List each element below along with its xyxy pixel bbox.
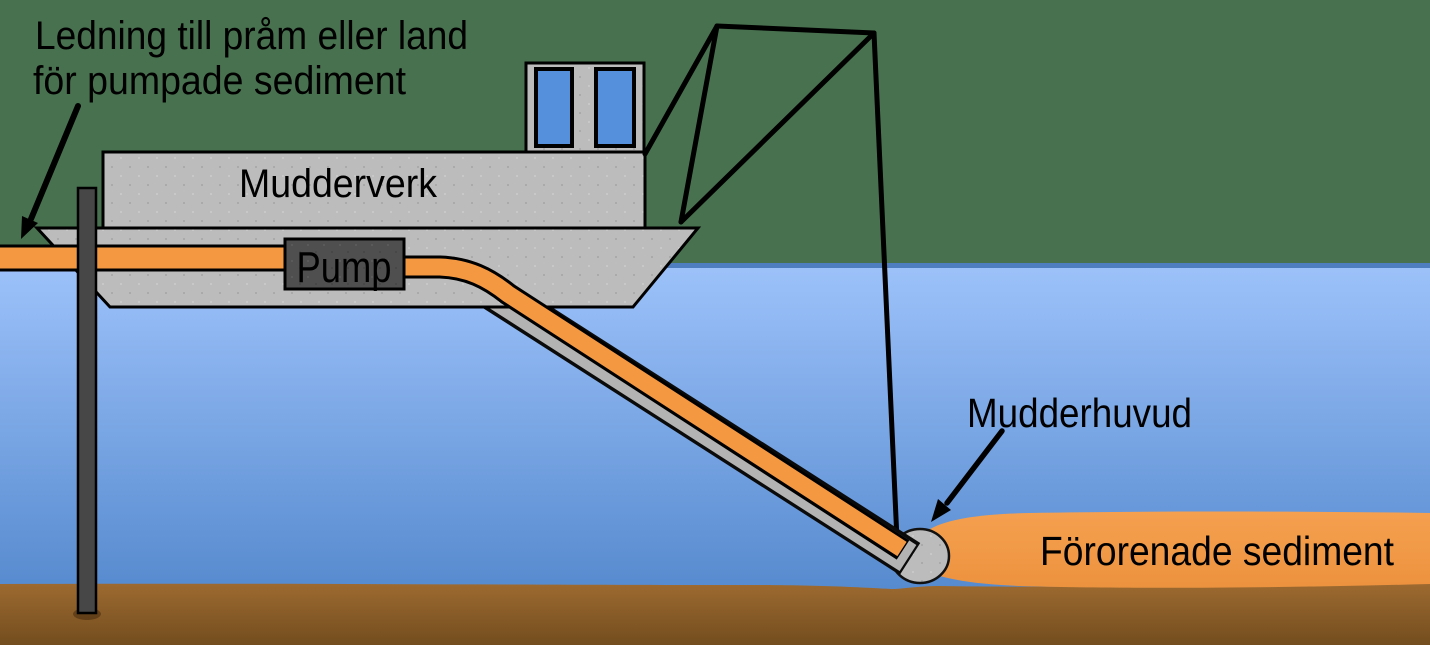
sediment-mound <box>906 511 1430 588</box>
dredge-head-label: Mudderhuvud <box>967 390 1192 436</box>
waterline <box>0 263 1430 268</box>
pipeline-label-line2: för pumpade sediment <box>33 59 406 103</box>
discharge-pipe <box>0 244 294 272</box>
dredge-head-arrowhead <box>931 499 951 522</box>
pipeline-arrow-line <box>28 103 81 222</box>
dredge-head-arrow-line <box>944 428 1005 506</box>
vessel-label: Mudderverk <box>239 162 438 206</box>
pipeline-arrow <box>21 103 81 239</box>
pump-box <box>283 237 406 291</box>
hoist-cable <box>871 30 900 543</box>
pump-label: Pump <box>297 243 392 292</box>
crane-front-leg <box>678 23 720 225</box>
cabin-window-left <box>534 67 574 148</box>
spud-pole <box>76 186 98 615</box>
crane-boom-leg <box>678 30 877 225</box>
vessel-superstructure <box>101 150 647 230</box>
pipeline-arrowhead <box>21 216 38 239</box>
suction-pipe <box>402 258 907 557</box>
crane-top-beam <box>714 23 877 36</box>
crane-rigging <box>642 23 877 225</box>
seabed <box>0 582 1430 645</box>
sediment-label: Förorenade sediment <box>1040 528 1395 574</box>
crane-stay-cable <box>642 23 720 157</box>
pipeline-label-line1: Ledning till pråm eller land <box>35 14 468 58</box>
cabin-window-right <box>594 67 636 148</box>
dredge-head-arrow <box>931 428 1005 522</box>
